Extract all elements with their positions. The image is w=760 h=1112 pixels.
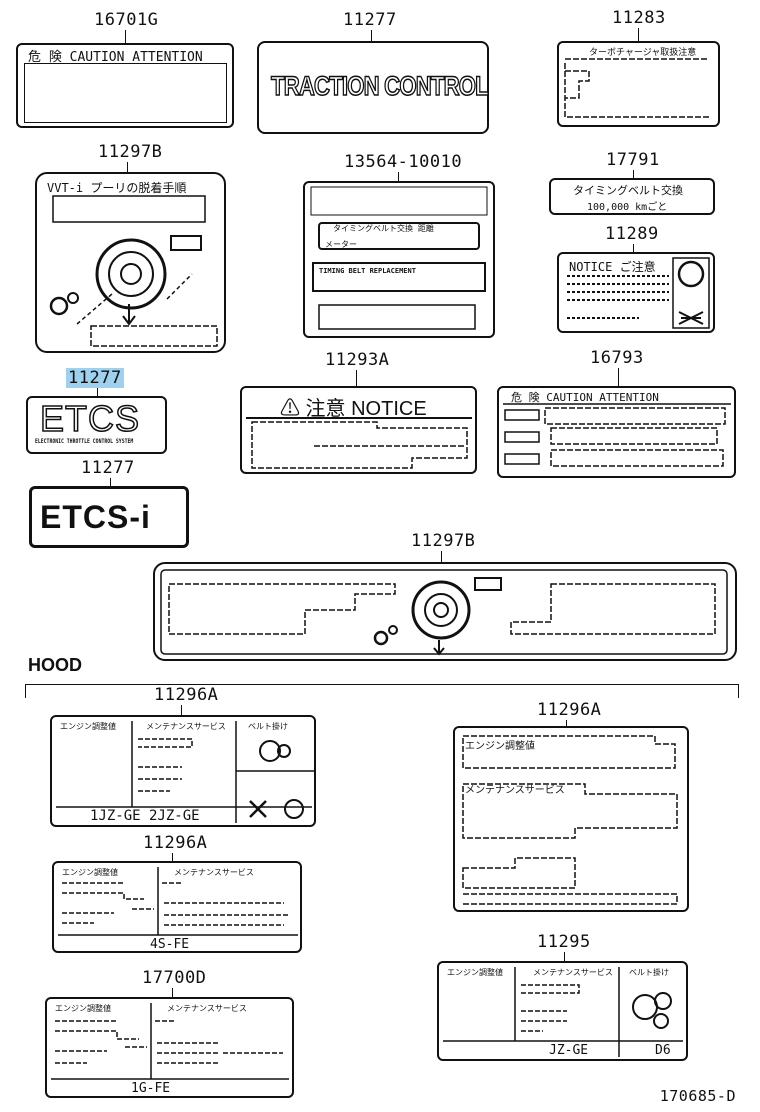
caution-16793-lines	[503, 403, 731, 467]
leader-line	[564, 952, 565, 961]
part-number-11297b-wide: 11297B	[411, 531, 476, 551]
diagram-id: 170685-D	[659, 1087, 736, 1105]
leader-line	[125, 30, 126, 44]
timing-interval-text-a: タイミングベルト交換	[573, 184, 683, 197]
part-number-13564-10010: 13564-10010	[344, 152, 463, 172]
leader-line	[633, 170, 634, 178]
part-number-16793: 16793	[590, 348, 644, 368]
leader-line	[566, 720, 567, 727]
timing-belt-text-b: メーター	[325, 240, 357, 249]
etcs-i-label: ETCS-i	[29, 486, 189, 548]
engine-1g-footer: 1G-FE	[131, 1081, 171, 1096]
engine-label-1jz-2jz: エンジン調整値 メンテナンスサービス ベルト掛け 1JZ-GE 2JZ-GE	[50, 715, 316, 827]
section-heading-hood: HOOD	[28, 655, 82, 675]
engine-1jz-text-c: ベルト掛け	[248, 722, 288, 731]
part-number-11295: 11295	[537, 932, 591, 952]
part-number-11296a-left1: 11296A	[154, 685, 219, 705]
engine-1jz-text-b: メンテナンスサービス	[146, 722, 226, 731]
notice-11289-icons	[567, 257, 710, 329]
notice-label-11293a: ⚠ 注意 NOTICE	[240, 386, 477, 474]
engine-jz-text-a: エンジン調整値	[447, 968, 503, 977]
engine-right-text-a: エンジン調整値	[465, 741, 535, 752]
part-number-11283: 11283	[612, 8, 666, 28]
leader-line	[172, 853, 173, 861]
leader-line	[441, 551, 442, 563]
part-number-11297b-small: 11297B	[98, 142, 163, 162]
engine-jz-lines	[443, 967, 683, 1057]
part-number-11277-etcs: 11277	[66, 368, 124, 388]
timing-belt-label-lines	[310, 186, 488, 330]
leader-line	[618, 368, 619, 386]
part-number-11296a-right: 11296A	[537, 700, 602, 720]
leader-line	[127, 162, 128, 173]
vvt-pulley-label: VVT-i プーリの脱着手順	[35, 172, 226, 353]
engine-1g-text-b: メンテナンスサービス	[167, 1004, 247, 1013]
engine-jz-footer: JZ-GE	[549, 1043, 589, 1058]
timing-interval-text-b: 100,000 kmごと	[587, 202, 668, 213]
timing-belt-label-13564: タイミングベルト交換 距離 メーター TIMING BELT REPLACEME…	[303, 181, 495, 338]
leader-line	[638, 28, 639, 41]
traction-control-text: TRACTION CONTROL	[270, 70, 489, 102]
engine-1jz-text-a: エンジン調整値	[60, 722, 116, 731]
leader-line	[398, 172, 399, 182]
engine-label-4s-fe: エンジン調整値 メンテナンスサービス 4S-FE	[52, 861, 302, 953]
part-number-11296a-left2: 11296A	[143, 833, 208, 853]
etcs-label: ETCS ELECTRONIC THROTTLE CONTROL SYSTEM	[26, 396, 167, 454]
etcs-text: ETCS	[39, 397, 141, 440]
etcs-subtext: ELECTRONIC THROTTLE CONTROL SYSTEM	[35, 438, 134, 445]
engine-jz-text-c: ベルト掛け	[629, 968, 669, 977]
leader-line	[181, 705, 182, 715]
vvt-pulley-label-wide	[153, 562, 737, 661]
engine-4s-footer: 4S-FE	[150, 937, 190, 952]
turbo-caution-label-11283: ターボチャージャ取扱注意	[557, 41, 720, 127]
part-number-11277-etcsi: 11277	[81, 458, 135, 478]
part-number-17791: 17791	[606, 150, 660, 170]
caution-label-16701g: 危 険 CAUTION ATTENTION	[16, 43, 234, 128]
caution-16793-text: 危 険 CAUTION ATTENTION	[511, 391, 659, 404]
vvt-pulley-illustration	[49, 195, 218, 347]
engine-1jz-lines	[56, 721, 314, 823]
engine-1g-text-a: エンジン調整値	[55, 1004, 111, 1013]
part-number-11289: 11289	[605, 224, 659, 244]
engine-1g-lines	[51, 1003, 289, 1080]
leader-line	[633, 244, 634, 252]
part-number-16701g: 16701G	[94, 10, 159, 30]
engine-label-jz-ge: エンジン調整値 メンテナンスサービス ベルト掛け JZ-GE D6	[437, 961, 688, 1061]
caution-label-16793: 危 険 CAUTION ATTENTION	[497, 386, 736, 478]
timing-belt-interval-label-17791: タイミングベルト交換 100,000 kmごと	[549, 178, 715, 215]
notice-11293a-text: ⚠ 注意 NOTICE	[280, 398, 427, 420]
hood-bracket	[25, 684, 739, 699]
part-number-11293a: 11293A	[325, 350, 390, 370]
etcs-i-text: ETCS-i	[40, 499, 151, 535]
engine-4s-text-b: メンテナンスサービス	[174, 868, 254, 877]
leader-line	[172, 988, 173, 997]
engine-1jz-footer: 1JZ-GE 2JZ-GE	[90, 808, 200, 824]
traction-control-label: TRACTION CONTROL	[257, 41, 489, 134]
turbo-label-text: ターボチャージャ取扱注意	[589, 48, 697, 58]
vvt-wide-illustration	[160, 569, 728, 656]
notice-11289-text: NOTICE ご注意	[569, 260, 656, 274]
turbo-label-lines	[564, 58, 709, 118]
leader-line	[97, 388, 98, 396]
vvt-label-title: VVT-i プーリの脱着手順	[47, 181, 187, 195]
engine-jz-footer2: D6	[655, 1043, 671, 1058]
engine-right-lines	[462, 735, 678, 905]
part-number-11277-traction: 11277	[343, 10, 397, 30]
engine-label-right: エンジン調整値 メンテナンスサービス	[453, 726, 689, 912]
caution-label-text: 危 険 CAUTION ATTENTION	[28, 50, 203, 65]
timing-belt-text-c: TIMING BELT REPLACEMENT	[319, 267, 416, 275]
leader-line	[356, 370, 357, 386]
engine-jz-text-b: メンテナンスサービス	[533, 968, 613, 977]
leader-line	[110, 478, 111, 486]
notice-11293a-lines	[246, 417, 472, 469]
engine-4s-lines	[58, 867, 298, 936]
engine-label-1g-fe: エンジン調整値 メンテナンスサービス 1G-FE	[45, 997, 294, 1098]
engine-right-text-b: メンテナンスサービス	[465, 785, 565, 796]
part-number-17700d: 17700D	[142, 968, 207, 988]
engine-4s-text-a: エンジン調整値	[62, 868, 118, 877]
timing-belt-text-a: タイミングベルト交換 距離	[333, 224, 434, 233]
leader-line	[371, 30, 372, 42]
notice-label-11289: NOTICE ご注意	[557, 252, 715, 333]
